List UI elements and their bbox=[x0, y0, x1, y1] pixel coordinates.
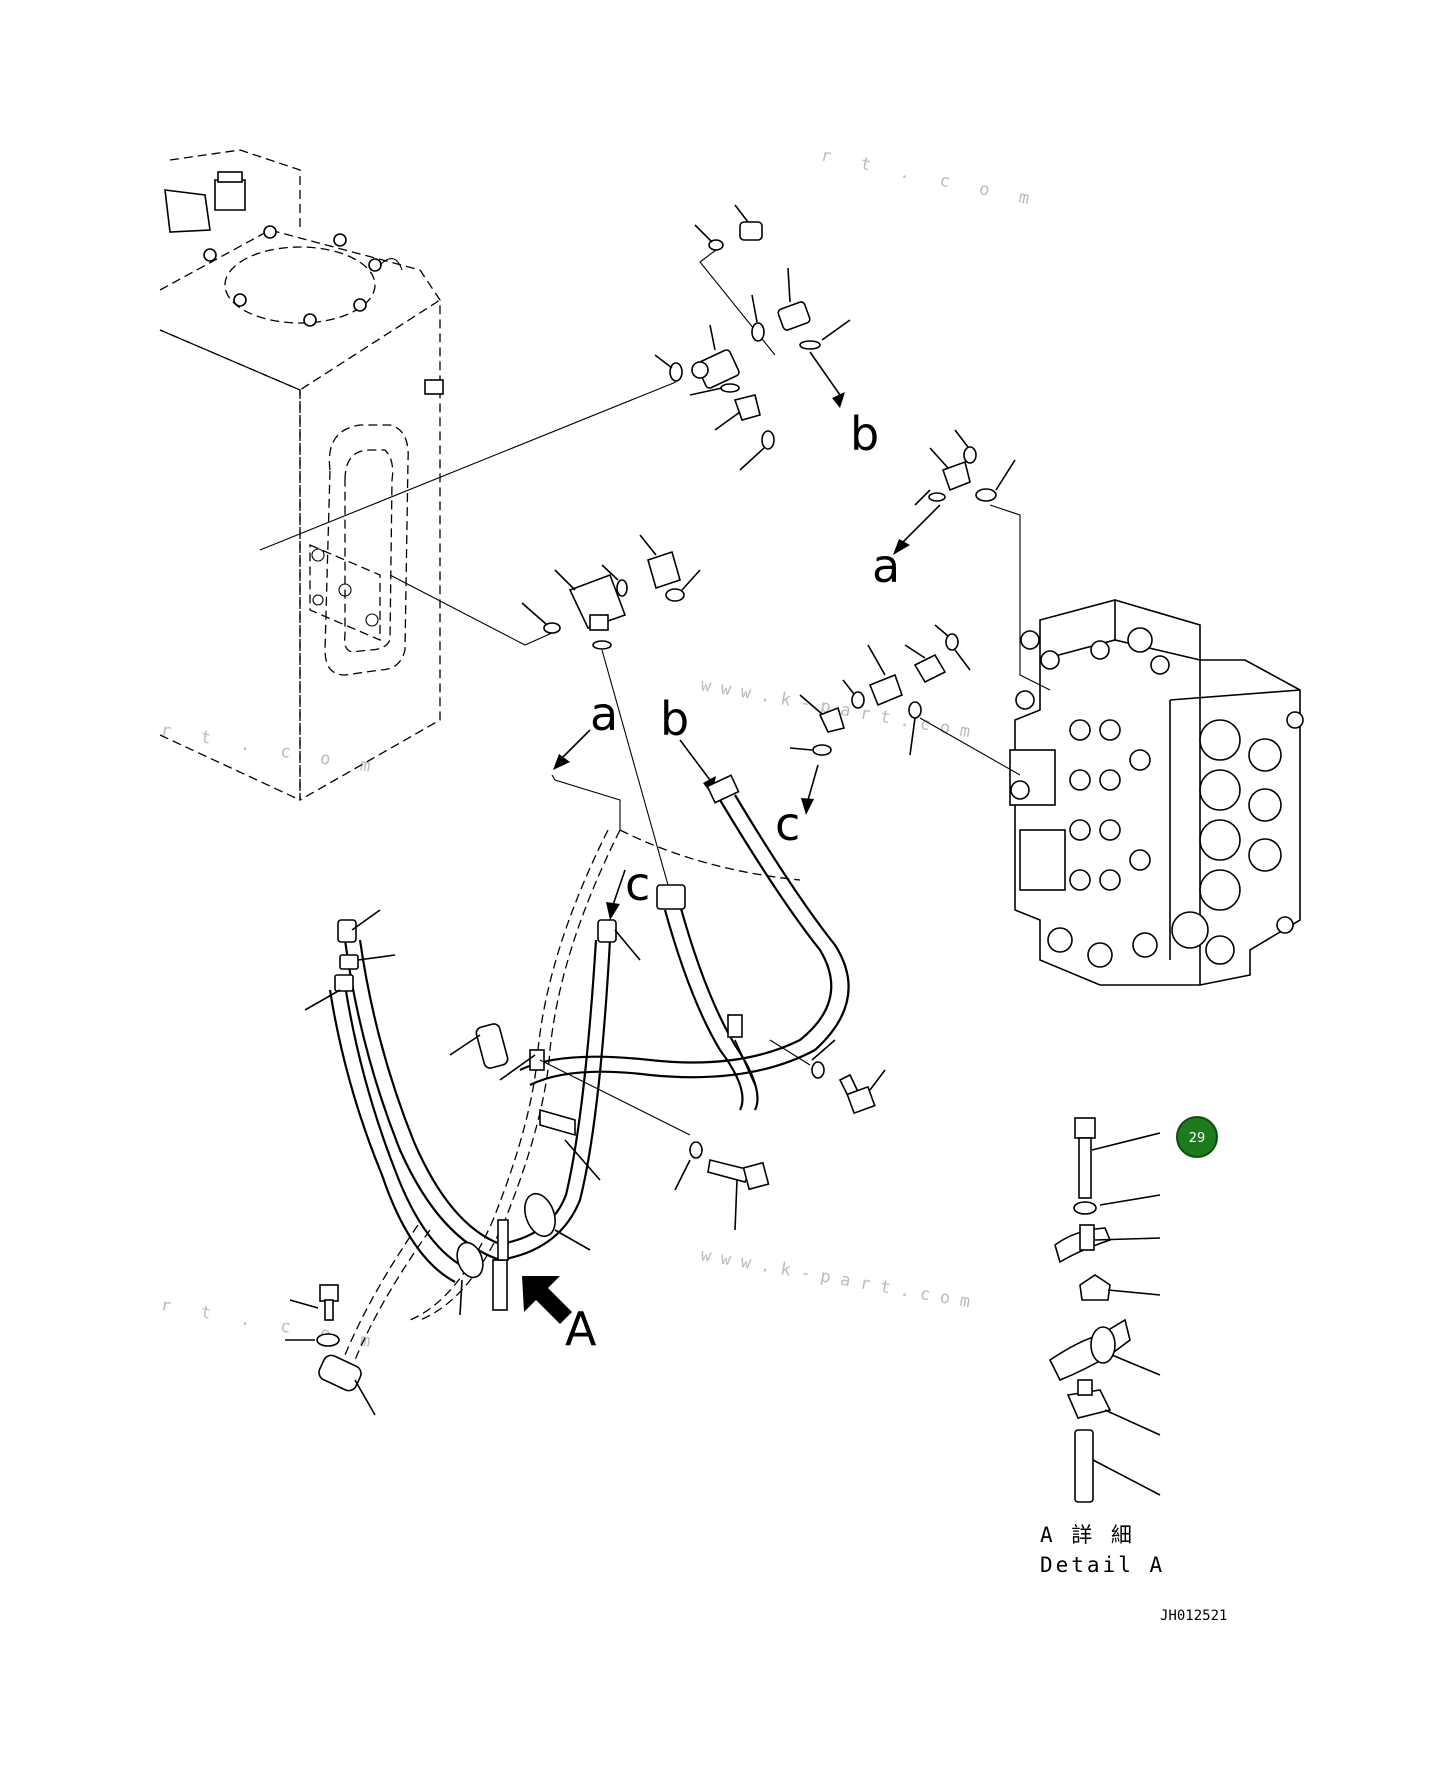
label-A-main: A bbox=[565, 1302, 597, 1356]
label-c-hose: c bbox=[625, 857, 650, 911]
watermark: r t . c o m www.k-part.com www.k-part.co… bbox=[159, 145, 1041, 1353]
detail-title-jp: A 詳 細 bbox=[1040, 1523, 1135, 1547]
fitting-group-lower: c bbox=[775, 624, 1021, 851]
callout-badge[interactable]: 29 bbox=[1176, 1116, 1218, 1158]
detail-a-view: A 詳 細 Detail A bbox=[1040, 1117, 1165, 1577]
label-c-right: c bbox=[775, 797, 800, 851]
fitting-group-right: a bbox=[872, 429, 1051, 691]
label-a-center: a bbox=[590, 687, 618, 741]
hose-assembly: c bbox=[285, 774, 886, 1416]
svg-text:www.k-part.com: www.k-part.com bbox=[699, 675, 981, 744]
label-a-right: a bbox=[872, 539, 900, 593]
hydraulic-tank bbox=[159, 149, 444, 802]
svg-text:www.k-part.com: www.k-part.com bbox=[699, 1245, 981, 1314]
label-b-top: b bbox=[850, 407, 879, 461]
view-arrow-a: A bbox=[522, 1276, 597, 1356]
label-b-center: b bbox=[660, 692, 689, 746]
svg-text:r t . c o m: r t . c o m bbox=[819, 145, 1041, 211]
control-valve bbox=[1009, 599, 1304, 986]
fitting-group-top: b bbox=[259, 204, 879, 551]
fitting-group-center: a b bbox=[389, 534, 716, 886]
detail-title-en: Detail A bbox=[1040, 1553, 1165, 1577]
callout-badge-number: 29 bbox=[1189, 1131, 1206, 1146]
svg-text:r t . c o m: r t . c o m bbox=[159, 1295, 382, 1353]
drawing-code: JH012521 bbox=[1160, 1608, 1227, 1624]
